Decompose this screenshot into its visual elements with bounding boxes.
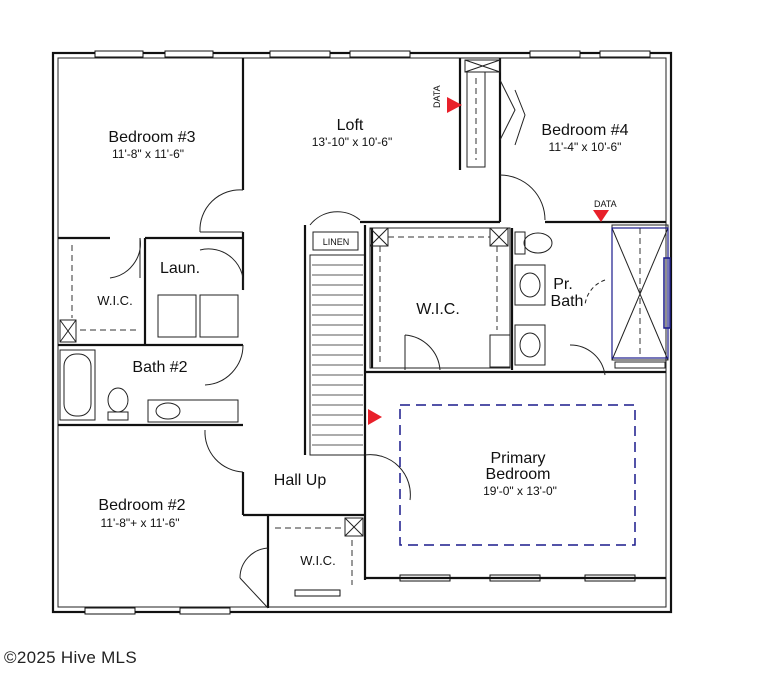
room-bedroom2-dims: 11'-8"+ x 11'-6" [100, 516, 179, 530]
room-loft-dims: 13'-10" x 10'-6" [312, 135, 392, 149]
room-prbath-line2: Bath [551, 293, 584, 310]
data-marker-label: DATA [432, 85, 442, 108]
room-bedroom4-dims: 11'-4" x 10'-6" [549, 140, 622, 154]
room-bath2-name: Bath #2 [132, 359, 187, 376]
room-linen-name: LINEN [323, 237, 350, 247]
room-primary-line1: Primary [490, 450, 545, 467]
stair-treads [312, 264, 363, 446]
room-wic-bottom-name: W.I.C. [300, 553, 335, 568]
room-laundry-name: Laun. [160, 260, 200, 277]
room-bedroom3-name: Bedroom #3 [108, 129, 195, 146]
windows-top [94, 50, 651, 58]
room-bedroom3-dims: 11'-8" x 11'-6" [112, 147, 184, 161]
room-wic-center-name: W.I.C. [416, 301, 460, 318]
windows-bottom [84, 574, 636, 615]
room-bedroom2-name: Bedroom #2 [98, 497, 185, 514]
room-wic-left-name: W.I.C. [97, 293, 132, 308]
room-loft-name: Loft [337, 117, 364, 134]
room-hall-name: Hall Up [274, 472, 327, 489]
data-marker-label: DATA [594, 199, 617, 209]
room-bedroom4-name: Bedroom #4 [541, 122, 628, 139]
room-prbath-line1: Pr. [553, 276, 573, 293]
room-primary-line2: Bedroom [486, 466, 551, 483]
copyright-text: ©2025 Hive MLS [4, 648, 137, 667]
room-primary-dims: 19'-0" x 13'-0" [483, 484, 557, 498]
exterior-wall-inner [57, 57, 667, 608]
data-marker-icon [368, 97, 609, 425]
interior-walls [58, 58, 671, 609]
